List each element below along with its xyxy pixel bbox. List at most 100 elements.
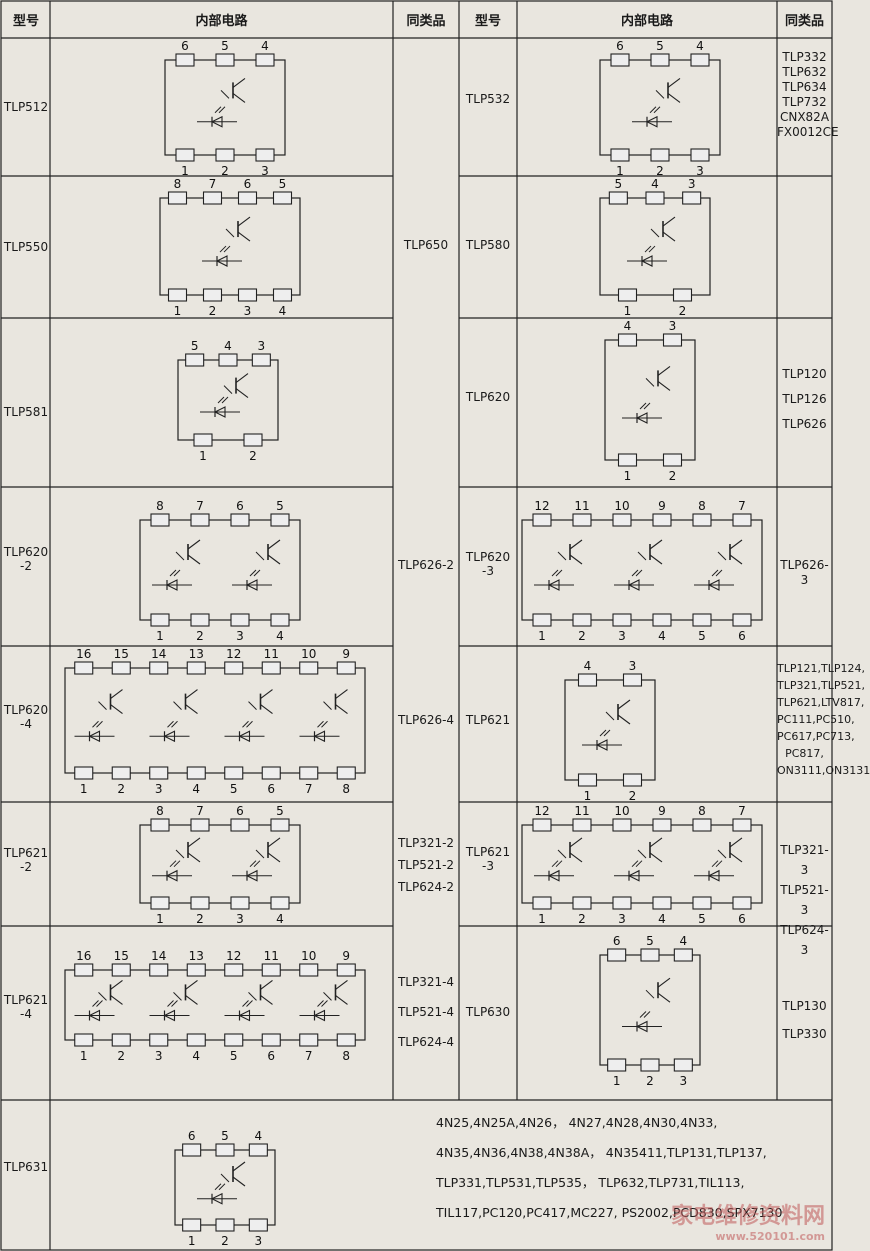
- pin-label: 7: [209, 177, 217, 191]
- pin-label: 3: [258, 339, 266, 353]
- pin-box: [612, 513, 632, 527]
- header-equivalent-mid: 同类品: [406, 14, 446, 29]
- pin-box: [251, 353, 271, 367]
- equiv-item: TLP621,LTV817,: [777, 696, 865, 709]
- pin-label: 6: [181, 39, 189, 53]
- pin-label: 11: [574, 804, 589, 818]
- package-outline: [159, 197, 301, 296]
- pin-label: 5: [646, 934, 654, 948]
- pin-box: [622, 673, 643, 687]
- equiv-item: TLP624-3: [780, 923, 829, 957]
- pin-box: [299, 1033, 319, 1047]
- pin-box: [255, 148, 275, 162]
- pin-box: [167, 288, 188, 302]
- pin-label: 2: [249, 449, 257, 463]
- pin-box: [243, 433, 263, 447]
- pin-label: 8: [342, 782, 350, 796]
- pin-label: 8: [698, 499, 706, 513]
- pin-label: 4: [584, 659, 592, 673]
- pin-box: [150, 818, 170, 832]
- pin-label: 2: [117, 1049, 125, 1063]
- package-outline: [521, 824, 763, 904]
- pin-box: [186, 766, 206, 780]
- mid-tlp321-4: TLP321-4: [397, 975, 455, 989]
- pin-label: 3: [696, 164, 704, 178]
- pin-box: [230, 896, 250, 910]
- pin-label: 8: [174, 177, 182, 191]
- pin-box: [261, 1033, 281, 1047]
- pin-label: 2: [117, 782, 125, 796]
- pin-label: 14: [151, 949, 166, 963]
- pin-label: 9: [658, 499, 666, 513]
- pin-label: 6: [236, 499, 244, 513]
- pin-label: 1: [80, 1049, 88, 1063]
- model-tlp581: TLP581: [3, 405, 49, 419]
- pin-box: [186, 963, 206, 977]
- pin-box: [74, 963, 94, 977]
- pin-label: 4: [192, 782, 200, 796]
- pin-label: 6: [267, 782, 275, 796]
- pin-box: [652, 613, 672, 627]
- pin-box: [230, 613, 250, 627]
- equiv-tlp630: TLP130 TLP330: [777, 992, 832, 1048]
- pin-box: [74, 766, 94, 780]
- pin-label: 3: [688, 177, 696, 191]
- equiv-tlp620-3: TLP626-3: [780, 558, 829, 587]
- pin-box: [690, 148, 710, 162]
- pin-box: [270, 896, 290, 910]
- pin-label: 2: [679, 304, 687, 318]
- pin-box: [111, 661, 131, 675]
- pin-box: [692, 818, 712, 832]
- pin-label: 6: [236, 804, 244, 818]
- pin-label: 4: [658, 912, 666, 926]
- pin-box: [662, 453, 683, 467]
- pin-box: [248, 1143, 268, 1157]
- equiv-item: TLP130: [782, 999, 827, 1013]
- pin-label: 5: [276, 499, 284, 513]
- pin-label: 4: [680, 934, 688, 948]
- pin-box: [650, 53, 670, 67]
- note-line: 4N35,4N36,4N38,4N38A， 4N35411,TLP131,TLP…: [436, 1145, 767, 1160]
- pin-box: [610, 53, 630, 67]
- pin-box: [74, 1033, 94, 1047]
- pin-label: 6: [267, 1049, 275, 1063]
- pin-box: [150, 613, 170, 627]
- pin-box: [607, 948, 627, 962]
- equiv-item: TLP732: [782, 95, 827, 109]
- pin-box: [237, 288, 258, 302]
- pin-box: [662, 333, 683, 347]
- pin-label: 13: [189, 949, 204, 963]
- equiv-item: ON3111,ON3131: [777, 764, 870, 777]
- pin-label: 2: [196, 912, 204, 926]
- pin-box: [190, 613, 210, 627]
- model-tlp620-2: TLP620 -2: [3, 545, 49, 573]
- pin-box: [612, 896, 632, 910]
- pin-box: [608, 191, 628, 205]
- pin-label: 8: [342, 1049, 350, 1063]
- pin-box: [248, 1218, 268, 1232]
- pin-box: [732, 513, 752, 527]
- pin-box: [74, 661, 94, 675]
- package-outline: [174, 1149, 276, 1226]
- equiv-tlp620: TLP120 TLP126 TLP626: [777, 362, 832, 437]
- pin-box: [230, 818, 250, 832]
- header-model-right: 型号: [474, 14, 501, 29]
- equiv-item: TLP330: [782, 1027, 827, 1041]
- pin-label: 1: [538, 912, 546, 926]
- pin-label: 11: [264, 647, 279, 661]
- pin-label: 3: [155, 1049, 163, 1063]
- pin-label: 1: [156, 629, 164, 643]
- pin-label: 11: [574, 499, 589, 513]
- pin-box: [692, 613, 712, 627]
- pin-label: 9: [342, 647, 350, 661]
- pin-box: [617, 288, 638, 302]
- pin-label: 10: [301, 949, 316, 963]
- pin-box: [682, 191, 702, 205]
